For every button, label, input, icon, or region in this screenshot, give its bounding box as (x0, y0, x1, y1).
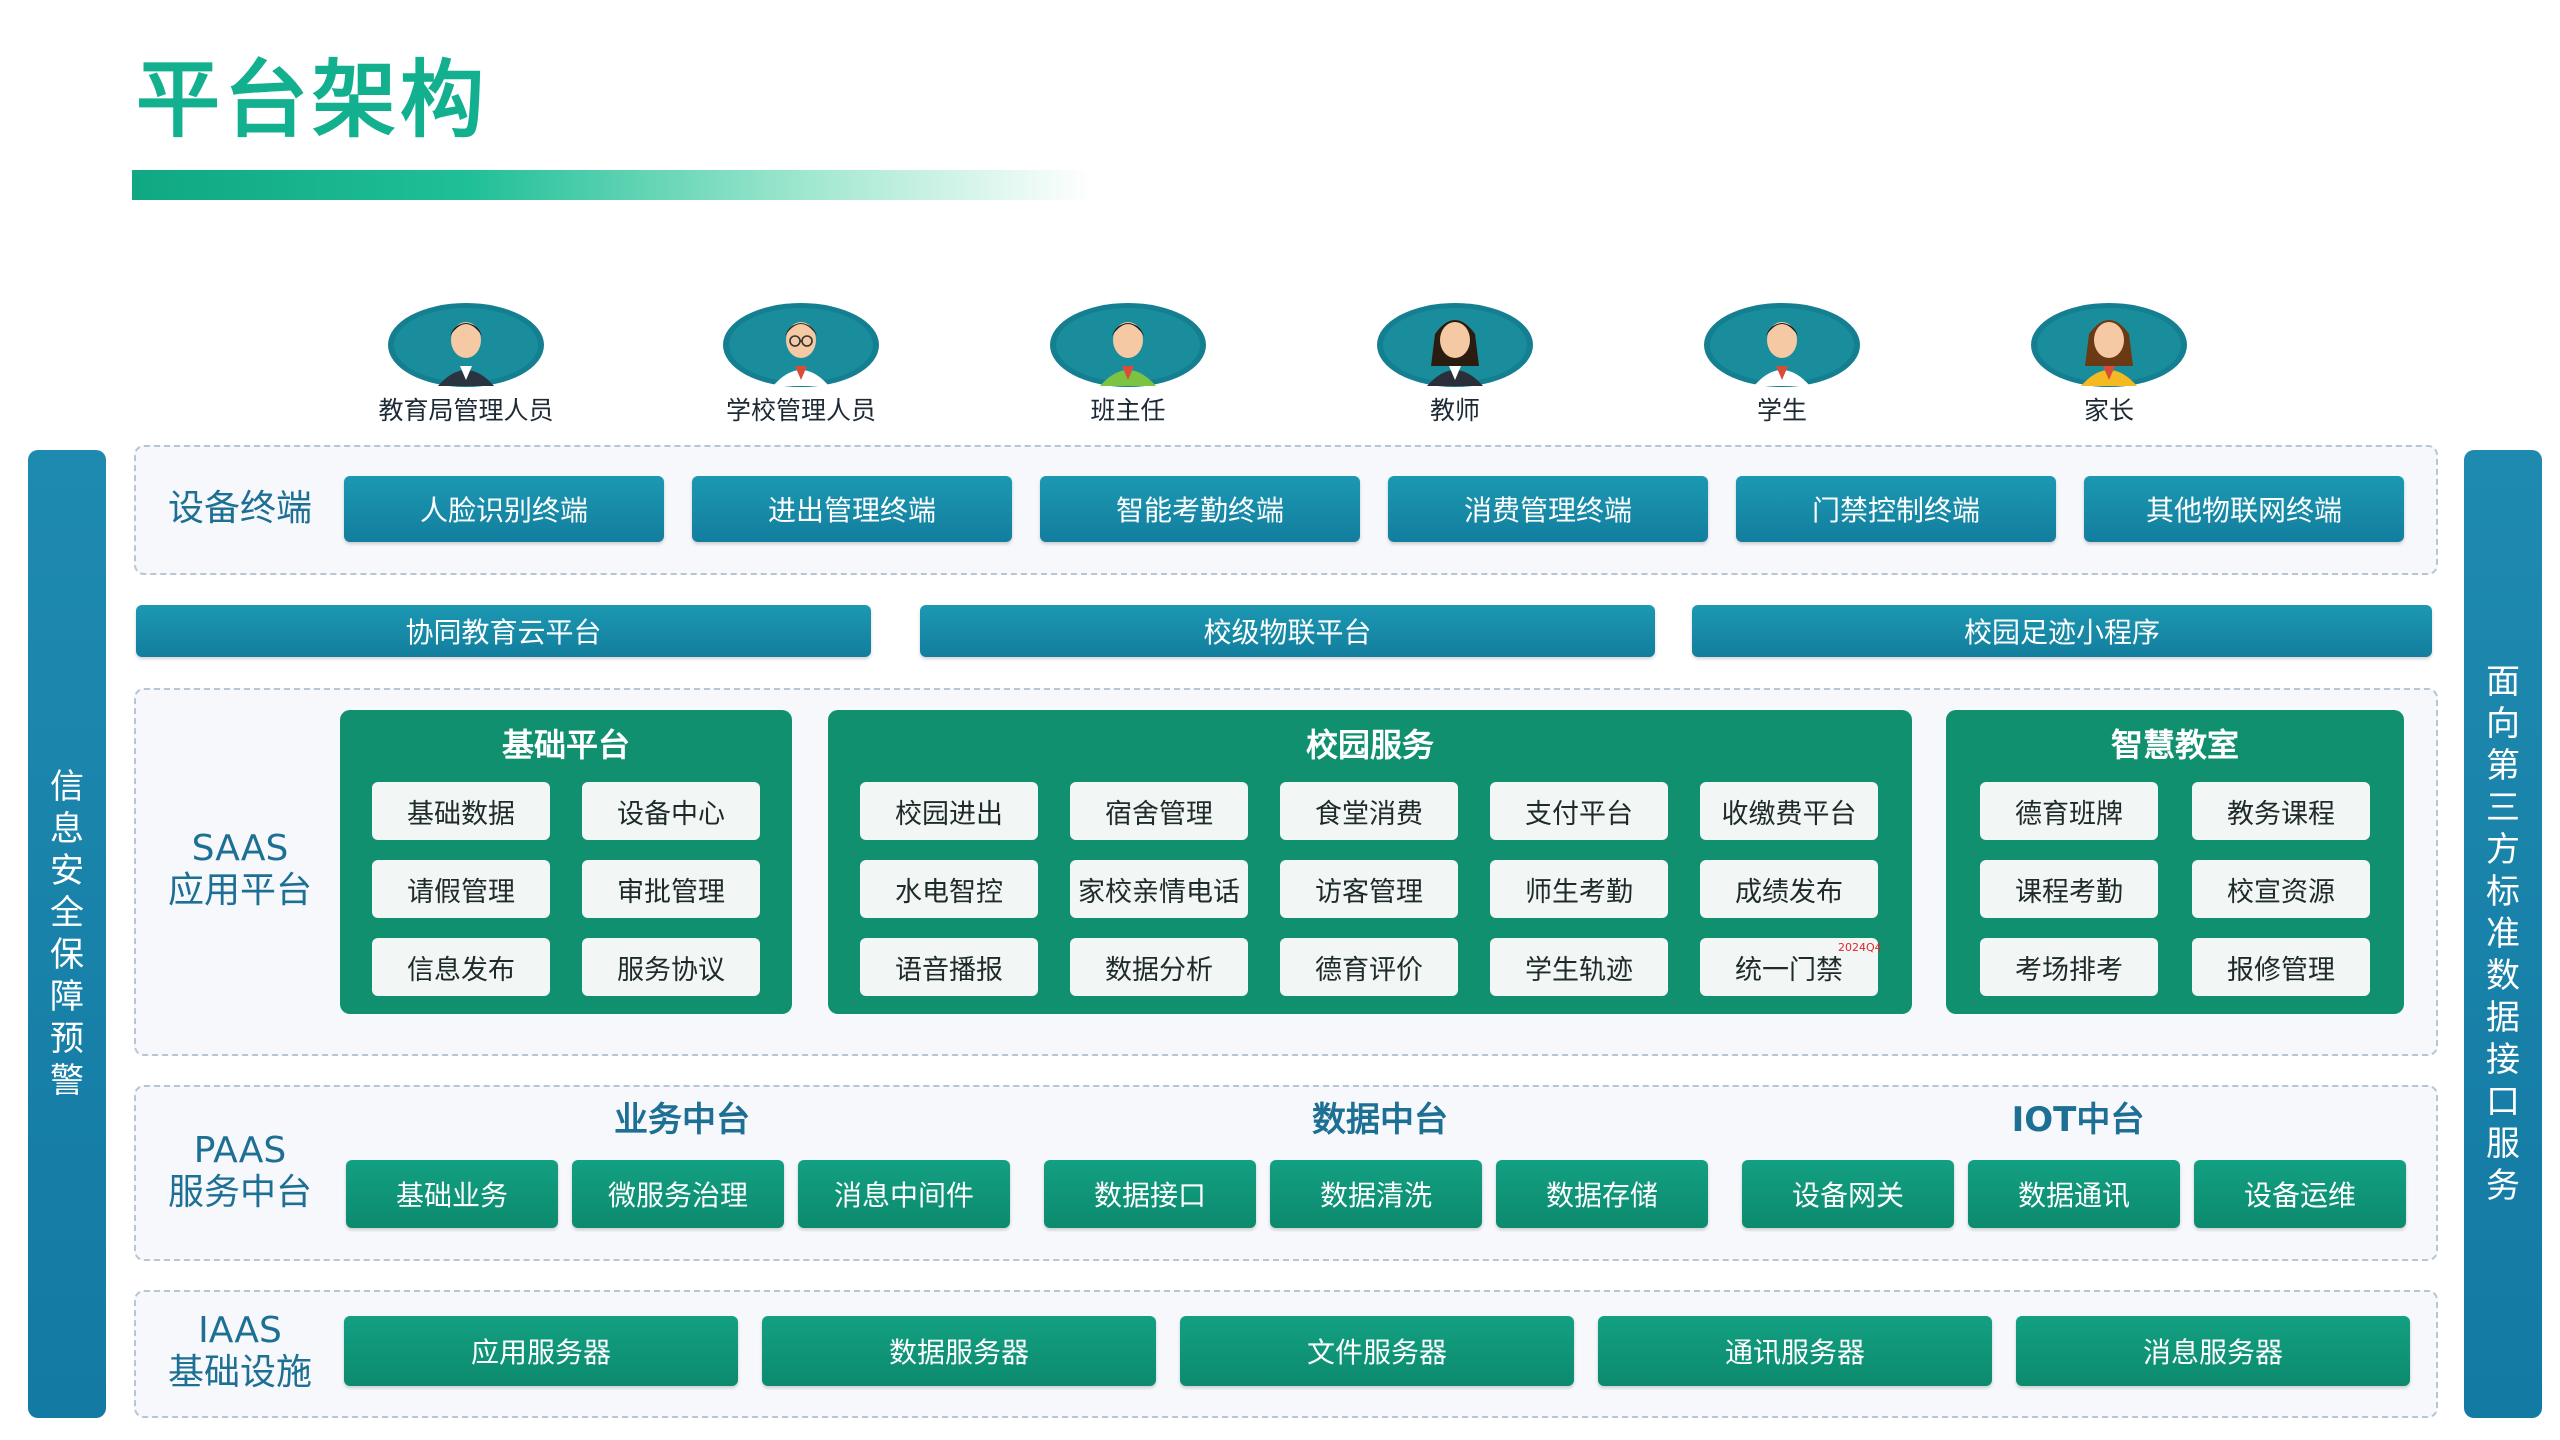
saas-module-button[interactable]: 校宣资源 (2192, 860, 2370, 918)
saas-module-button[interactable]: 支付平台 (1490, 782, 1668, 840)
platform-button[interactable]: 协同教育云平台 (136, 605, 871, 657)
saas-module-button[interactable]: 请假管理 (372, 860, 550, 918)
paas-service-button[interactable]: 数据存储 (1496, 1160, 1708, 1228)
saas-group-title: 校园服务 (1305, 726, 1434, 764)
device-terminal-button[interactable]: 人脸识别终端 (344, 476, 664, 542)
saas-module-button[interactable]: 教务课程 (2192, 782, 2370, 840)
saas-label-line2: 应用平台 (167, 870, 312, 911)
paas-hub-title: 数据中台 (1312, 1100, 1448, 1140)
paas-service-button[interactable]: 基础业务 (346, 1160, 558, 1228)
paas-service-button[interactable]: 微服务治理 (572, 1160, 784, 1228)
man-green-shirt-icon (1048, 300, 1208, 390)
device-terminal-button[interactable]: 其他物联网终端 (2084, 476, 2404, 542)
saas-module-button[interactable]: 课程考勤 (1980, 860, 2158, 918)
saas-module-button[interactable]: 访客管理 (1280, 860, 1458, 918)
user-role-label: 班主任 (1090, 396, 1166, 425)
saas-module-button[interactable]: 宿舍管理 (1070, 782, 1248, 840)
woman-teacher-icon (1375, 300, 1535, 390)
saas-module-button[interactable]: 德育评价 (1280, 938, 1458, 996)
iaas-label: IAAS 基础设施 (150, 1310, 330, 1394)
saas-module-button[interactable]: 水电智控 (860, 860, 1038, 918)
saas-module-button[interactable]: 师生考勤 (1490, 860, 1668, 918)
saas-module-button[interactable]: 德育班牌 (1980, 782, 2158, 840)
third-party-api-pillar: 面向第三方标准数据接口服务 (2464, 450, 2542, 1418)
security-pillar: 信息安全 保障预警 (28, 450, 106, 1418)
paas-label-line1: PAAS (193, 1130, 287, 1171)
security-pillar-label: 信息安全 保障预警 (50, 767, 84, 1101)
device-terminal-button[interactable]: 智能考勤终端 (1040, 476, 1360, 542)
iaas-server-button[interactable]: 通讯服务器 (1598, 1316, 1992, 1386)
paas-service-button[interactable]: 数据接口 (1044, 1160, 1256, 1228)
version-tag: 2024Q4 (1838, 941, 1882, 954)
platform-button[interactable]: 校级物联平台 (920, 605, 1655, 657)
glasses-man-icon (721, 300, 881, 390)
paas-hub-title: 业务中台 (614, 1100, 750, 1140)
user-role-label: 教育局管理人员 (378, 396, 554, 425)
page-title: 平台架构 (136, 51, 489, 149)
saas-label: SAAS 应用平台 (150, 828, 330, 912)
saas-module-button[interactable]: 食堂消费 (1280, 782, 1458, 840)
saas-group-title: 智慧教室 (2110, 726, 2239, 764)
paas-label-line2: 服务中台 (167, 1172, 312, 1213)
user-role-label: 家长 (2083, 396, 2134, 425)
user-role-label: 教师 (1429, 396, 1480, 425)
saas-module-button[interactable]: 统一门禁 (1700, 938, 1878, 996)
title-underline-bar (132, 170, 1092, 200)
student-icon (1702, 300, 1862, 390)
woman-parent-icon (2029, 300, 2189, 390)
paas-service-button[interactable]: 消息中间件 (798, 1160, 1010, 1228)
saas-module-button[interactable]: 收缴费平台 (1700, 782, 1878, 840)
paas-service-button[interactable]: 设备网关 (1742, 1160, 1954, 1228)
saas-module-button[interactable]: 成绩发布 (1700, 860, 1878, 918)
paas-service-button[interactable]: 数据通讯 (1968, 1160, 2180, 1228)
saas-label-line1: SAAS (191, 828, 289, 869)
saas-module-button[interactable]: 校园进出 (860, 782, 1038, 840)
saas-module-button[interactable]: 审批管理 (582, 860, 760, 918)
paas-hub-title: IOT中台 (2011, 1100, 2145, 1140)
iaas-server-button[interactable]: 应用服务器 (344, 1316, 738, 1386)
saas-module-button[interactable]: 服务协议 (582, 938, 760, 996)
paas-service-button[interactable]: 设备运维 (2194, 1160, 2406, 1228)
user-role-label: 学校管理人员 (725, 396, 876, 425)
male-admin-icon (386, 300, 546, 390)
saas-module-button[interactable]: 报修管理 (2192, 938, 2370, 996)
saas-module-button[interactable]: 设备中心 (582, 782, 760, 840)
platform-button[interactable]: 校园足迹小程序 (1692, 605, 2432, 657)
saas-group-title: 基础平台 (501, 726, 630, 764)
iaas-server-button[interactable]: 数据服务器 (762, 1316, 1156, 1386)
iaas-label-line1: IAAS (198, 1310, 282, 1351)
device-terminal-button[interactable]: 消费管理终端 (1388, 476, 1708, 542)
user-role-label: 学生 (1756, 396, 1807, 425)
saas-module-button[interactable]: 家校亲情电话 (1070, 860, 1248, 918)
saas-module-button[interactable]: 学生轨迹 (1490, 938, 1668, 996)
device-terminal-button[interactable]: 门禁控制终端 (1736, 476, 2056, 542)
iaas-server-button[interactable]: 文件服务器 (1180, 1316, 1574, 1386)
paas-label: PAAS 服务中台 (150, 1130, 330, 1214)
saas-module-button[interactable]: 信息发布 (372, 938, 550, 996)
iaas-label-line2: 基础设施 (167, 1352, 312, 1393)
paas-service-button[interactable]: 数据清洗 (1270, 1160, 1482, 1228)
device-terminal-label: 设备终端 (167, 488, 312, 529)
saas-module-button[interactable]: 数据分析 (1070, 938, 1248, 996)
saas-module-button[interactable]: 语音播报 (860, 938, 1038, 996)
device-terminal-button[interactable]: 进出管理终端 (692, 476, 1012, 542)
iaas-server-button[interactable]: 消息服务器 (2016, 1316, 2410, 1386)
third-party-api-pillar-label: 面向第三方标准数据接口服务 (2486, 662, 2520, 1206)
saas-module-button[interactable]: 基础数据 (372, 782, 550, 840)
saas-module-button[interactable]: 考场排考 (1980, 938, 2158, 996)
